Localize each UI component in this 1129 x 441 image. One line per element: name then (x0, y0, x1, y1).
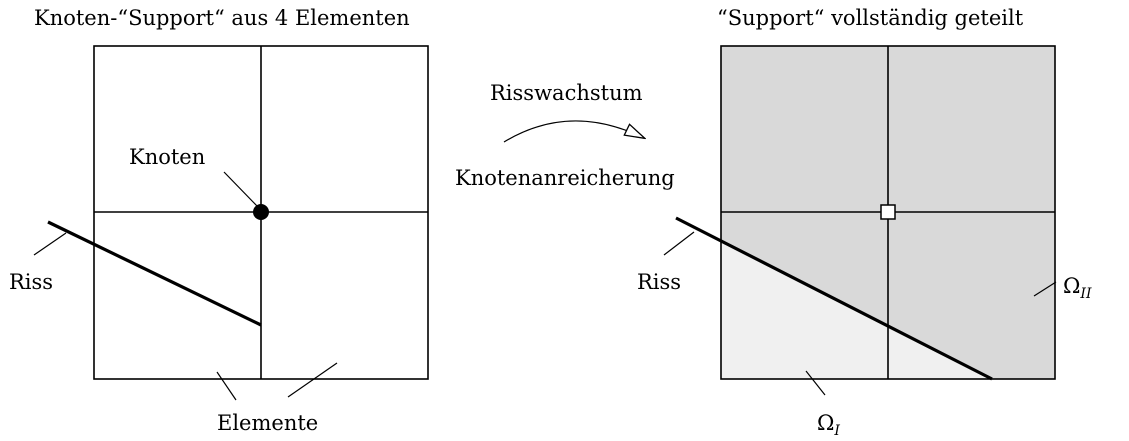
transition-arrow (503, 120, 644, 143)
omega-II-label: ΩII (1063, 274, 1092, 302)
right-crack-leader (663, 231, 695, 256)
right-crack-line (675, 216, 993, 381)
left-crack-line (47, 220, 262, 327)
right-crack-label: Riss (637, 270, 681, 294)
enriched-node-square (880, 204, 896, 220)
node-label-leader (223, 171, 258, 207)
left-crack-leader (33, 232, 67, 256)
elements-leader-left (216, 371, 237, 401)
enriched-node-dot (253, 204, 269, 220)
omega-I-label: ΩI (817, 411, 840, 439)
elements-leader-right (287, 362, 338, 398)
node-enrichment-label: Knotenanreicherung (455, 166, 675, 190)
crack-growth-label: Risswachstum (490, 81, 643, 105)
left-crack-label: Riss (9, 270, 53, 294)
omega-II-leader (1033, 281, 1057, 297)
node-label: Knoten (129, 145, 205, 169)
elements-label: Elemente (217, 411, 318, 435)
omega-I-leader (805, 370, 826, 396)
left-panel-title: Knoten-“Support“ aus 4 Elementen (34, 6, 410, 30)
right-panel-title: “Support“ vollständig geteilt (717, 6, 1024, 30)
